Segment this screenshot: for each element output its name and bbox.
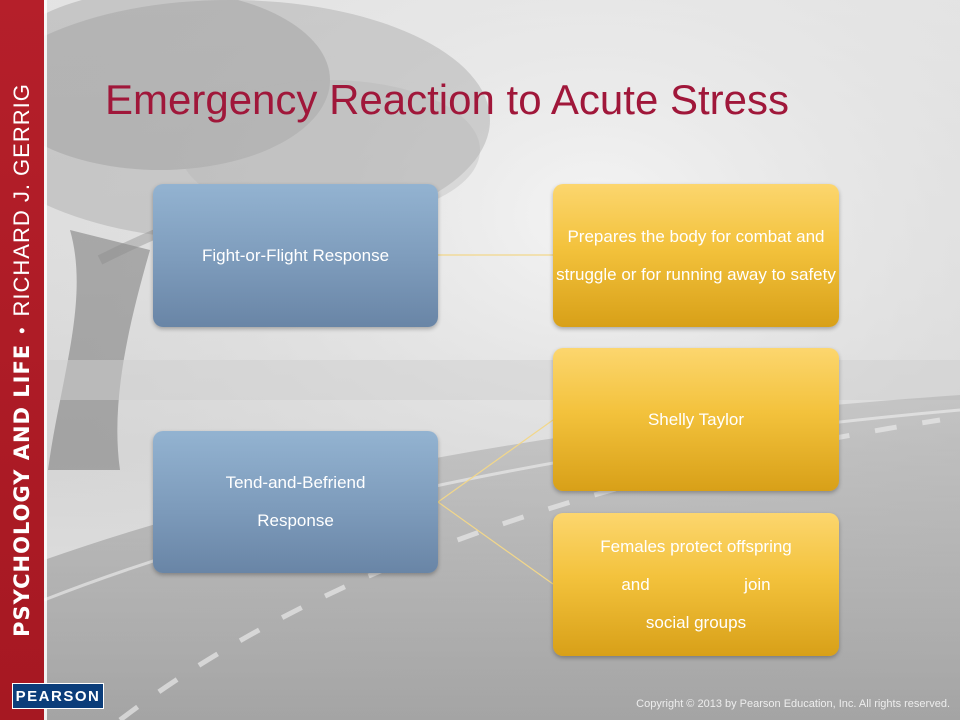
females-protect-label: Females protect offspring and join socia… bbox=[600, 536, 792, 632]
prepares-body-label: Prepares the body for combat and struggl… bbox=[556, 226, 836, 284]
copyright-notice: Copyright © 2013 by Pearson Education, I… bbox=[636, 698, 950, 710]
tend-and-befriend-box: Tend-and-Befriend Response bbox=[153, 431, 438, 573]
shelly-taylor-label: Shelly Taylor bbox=[647, 409, 745, 429]
connector-tend-to-females bbox=[437, 501, 554, 585]
sidebar-divider bbox=[44, 0, 47, 720]
fight-or-flight-label: Fight-or-Flight Response bbox=[201, 245, 390, 265]
prepares-body-box: Prepares the body for combat and struggl… bbox=[553, 184, 839, 327]
sidebar-band bbox=[0, 0, 44, 720]
tend-and-befriend-label: Tend-and-Befriend Response bbox=[225, 473, 366, 530]
pearson-logo: PEARSON bbox=[12, 683, 104, 709]
females-protect-box: Females protect offspring and join socia… bbox=[553, 513, 839, 656]
shelly-taylor-box: Shelly Taylor bbox=[553, 348, 839, 491]
connector-tend-to-taylor bbox=[437, 419, 554, 503]
slide-title: Emergency Reaction to Acute Stress bbox=[105, 76, 789, 123]
fight-or-flight-box: Fight-or-Flight Response bbox=[153, 184, 438, 327]
